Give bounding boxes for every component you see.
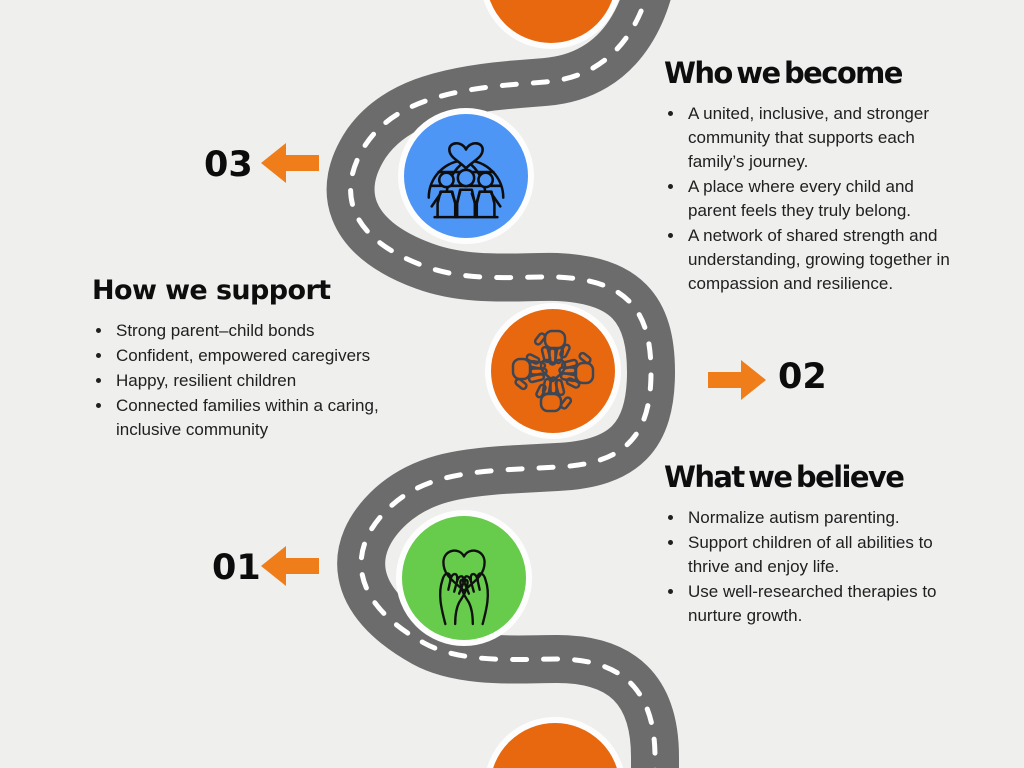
arrow-right-icon [708, 360, 766, 400]
milestone-number-01: 01 [212, 548, 261, 588]
four-hands-around-heart-icon [511, 329, 595, 413]
section-who-we-become: Who we become A united, inclusive, and s… [664, 58, 964, 297]
milestone-number-02: 02 [778, 357, 827, 397]
bullet-item: Confident, empowered caregivers [113, 344, 432, 368]
bullet-item: Happy, resilient children [113, 369, 432, 393]
hands-holding-heart-icon [438, 549, 490, 626]
section-bullet-list: A united, inclusive, and stronger commun… [664, 102, 964, 296]
bullet-item: A network of shared strength and underst… [685, 224, 964, 296]
bullet-item: Support children of all abilities to thr… [685, 531, 964, 579]
bullet-item: Strong parent–child bonds [113, 319, 432, 343]
section-bullet-list: Strong parent–child bondsConfident, empo… [92, 319, 432, 442]
milestone-02-circle [485, 303, 621, 439]
section-title: How we support [92, 275, 331, 306]
section-title: What we believe [664, 460, 905, 494]
section-title: Who we become [664, 56, 903, 90]
arrow-left-icon [261, 546, 319, 586]
milestone-number-03: 03 [204, 145, 253, 185]
bullet-item: A place where every child and parent fee… [685, 175, 964, 223]
bullet-item: Normalize autism parenting. [685, 506, 964, 530]
community-dome-people-heart-icon [427, 142, 505, 219]
milestone-03-circle [398, 108, 534, 244]
section-how-we-support: How we support Strong parent–child bonds… [92, 275, 432, 443]
section-what-we-believe: What we believe Normalize autism parenti… [664, 462, 964, 629]
road-center-dashed-line [348, 0, 658, 768]
arrow-left-icon [261, 143, 319, 183]
milestone-01-circle [396, 510, 532, 646]
bullet-item: Use well-researched therapies to nurture… [685, 580, 964, 628]
section-bullet-list: Normalize autism parenting.Support child… [664, 506, 964, 628]
bullet-item: Connected families within a caring, incl… [113, 394, 432, 442]
bullet-item: A united, inclusive, and stronger commun… [685, 102, 964, 174]
